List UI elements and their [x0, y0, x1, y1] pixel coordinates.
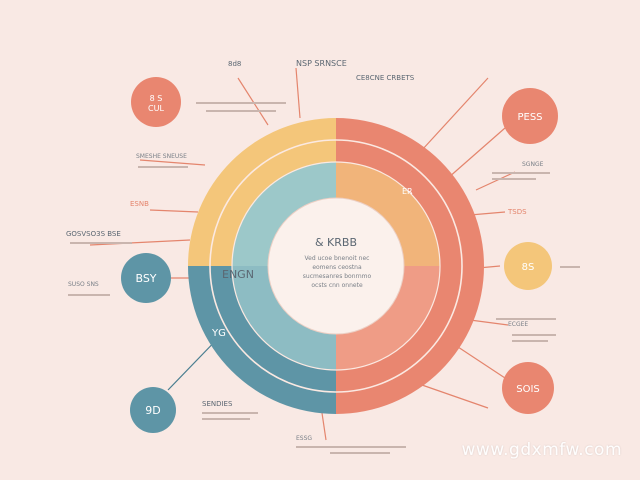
connector-line	[139, 159, 206, 166]
connector-line	[237, 77, 269, 126]
connector-line	[447, 127, 506, 179]
connector-line	[454, 344, 506, 379]
callout-label: GOSVSO3S BSE	[66, 230, 121, 238]
text-line	[196, 102, 286, 104]
callout-label: TSDS	[507, 208, 527, 216]
inner-label-left: ENGN	[222, 268, 254, 281]
text-line	[512, 340, 548, 342]
callout-label: SENDIES	[202, 400, 233, 408]
callout-label: ECGEE	[508, 321, 528, 328]
bubble-label: 9D	[145, 404, 160, 417]
connector-line	[421, 77, 489, 151]
center-title: & KRBB	[315, 236, 357, 249]
ring-separator	[209, 139, 463, 393]
bubble-label: 8S	[522, 262, 535, 273]
callout-label: SUSO SNS	[68, 281, 99, 288]
callout-labels: 8d8 NSP SRNSCE CE8CNE CRBETS SMESHE SNEU…	[66, 59, 544, 442]
callout-label: CE8CNE CRBETS	[356, 74, 415, 82]
bubble-label: BSY	[135, 272, 156, 285]
connector-line	[475, 171, 516, 191]
bubble-circle	[121, 253, 171, 303]
connector-line	[469, 319, 509, 326]
callout-label: SMESHE SNEUSE	[136, 153, 187, 160]
center-caption-box: Ved ucoe bnenoit nec eomens ceostna sucm…	[302, 255, 372, 289]
text-line	[492, 178, 536, 180]
inner-band-teal-light	[232, 162, 336, 266]
inner-band-coral-light	[336, 266, 440, 370]
connector-line	[295, 67, 301, 119]
bubble-circle	[502, 362, 554, 414]
bubble-label: SOIS	[516, 384, 540, 395]
watermark: www.gdxmfw.com	[461, 440, 622, 460]
text-line	[492, 172, 550, 174]
text-line	[330, 452, 390, 454]
inner-label-bottom-left: YG	[211, 328, 226, 339]
text-line	[68, 294, 110, 296]
center-disc	[268, 198, 404, 334]
center-caption: Ved ucoe bnenoit nec eomens ceostna sucm…	[302, 255, 372, 289]
ring-segment-teal	[188, 266, 336, 414]
callout-label: NSP SRNSCE	[296, 59, 347, 68]
inner-band-yellow	[336, 162, 440, 266]
callout-label: ESNB	[130, 200, 149, 208]
ring-segment-yellow	[188, 118, 336, 266]
connector-line	[469, 211, 506, 216]
bubble-circle	[504, 242, 552, 290]
text-line	[512, 334, 556, 336]
text-line	[202, 412, 258, 414]
center-disc-outline	[267, 197, 405, 335]
text-line	[560, 266, 580, 268]
text-line	[206, 110, 276, 112]
bubble-circle	[130, 387, 176, 433]
bubble-bottom-right: SOIS	[502, 362, 554, 414]
callout-label: 8d8	[228, 60, 241, 68]
callout-label: ESSG	[296, 435, 312, 442]
placeholder-text-lines	[68, 102, 580, 454]
connector-line	[149, 209, 199, 213]
text-line	[70, 242, 132, 244]
text-line	[202, 418, 250, 420]
text-line	[138, 166, 188, 168]
bubble-top-right: PESS	[502, 88, 558, 144]
ring-separator	[231, 161, 441, 371]
bubble-bottom-left: 9D	[130, 387, 176, 433]
connector-line	[89, 239, 191, 246]
callout-label: SGNGE	[522, 161, 544, 168]
text-line	[296, 446, 406, 448]
donut-ring	[188, 118, 484, 414]
bubble-mid-right: 8S	[504, 242, 552, 290]
bubble-mid-left: BSY	[121, 253, 171, 303]
bubble-circle	[131, 77, 181, 127]
bubble-circle	[502, 88, 558, 144]
connector-line	[321, 412, 327, 441]
text-line	[496, 318, 556, 320]
bubble-label: PESS	[517, 112, 542, 123]
inner-label-upper-right: ER	[402, 187, 413, 196]
connector-line	[421, 384, 489, 409]
inner-band-teal-light-lower	[232, 266, 336, 370]
